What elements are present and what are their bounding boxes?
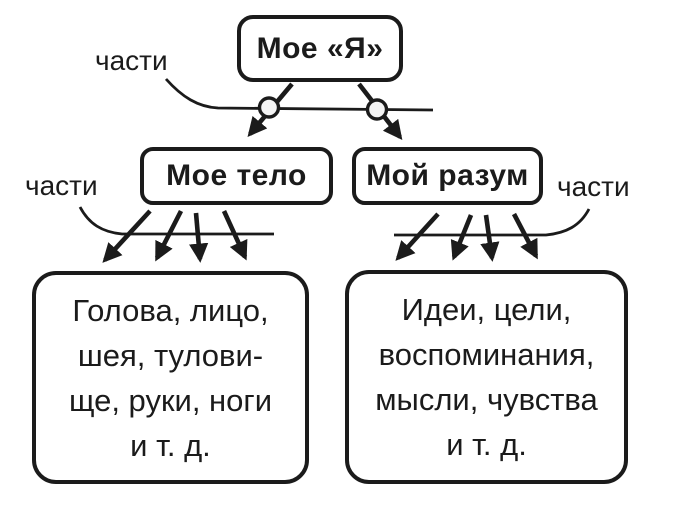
- node-my-body: Мое тело: [140, 147, 333, 205]
- parts-pointer-line-top: [164, 78, 434, 112]
- arrow-body-part-3: [189, 212, 209, 263]
- node-my-mind: Мой разум: [352, 147, 543, 205]
- node-mind-parts-text: Идеи, цели, воспоминания, мысли, чувства…: [375, 292, 598, 462]
- arrow-body-part-2: [154, 209, 184, 262]
- arrow-mind-part-1: [395, 212, 440, 261]
- arrow-mind-part-4: [511, 212, 539, 260]
- node-my-self-label: Мое «Я»: [256, 31, 384, 65]
- node-my-body-label: Мое тело: [166, 159, 307, 192]
- parts-label-right: части: [557, 171, 630, 202]
- node-mind-parts: Идеи, цели, воспоминания, мысли, чувства…: [345, 270, 628, 484]
- node-my-self: Мое «Я»: [237, 15, 403, 82]
- arrow-mind-part-2: [450, 214, 474, 261]
- parts-label-left: части: [25, 170, 98, 201]
- arrow-mind-part-3: [480, 214, 500, 262]
- parts-label-top: части: [95, 45, 168, 76]
- node-my-mind-label: Мой разум: [366, 159, 529, 192]
- arrow-body-part-4: [221, 210, 248, 261]
- branch-dot-left: [257, 96, 281, 119]
- parts-pointer-line-left: [78, 206, 274, 236]
- node-body-parts-text: Голова, лицо, шея, тулови- ще, руки, ног…: [68, 292, 273, 463]
- node-body-parts: Голова, лицо, шея, тулови- ще, руки, ног…: [32, 271, 309, 484]
- parts-pointer-line-right: [394, 208, 591, 237]
- arrow-body-part-1: [102, 209, 152, 263]
- branch-dot-right: [365, 98, 389, 121]
